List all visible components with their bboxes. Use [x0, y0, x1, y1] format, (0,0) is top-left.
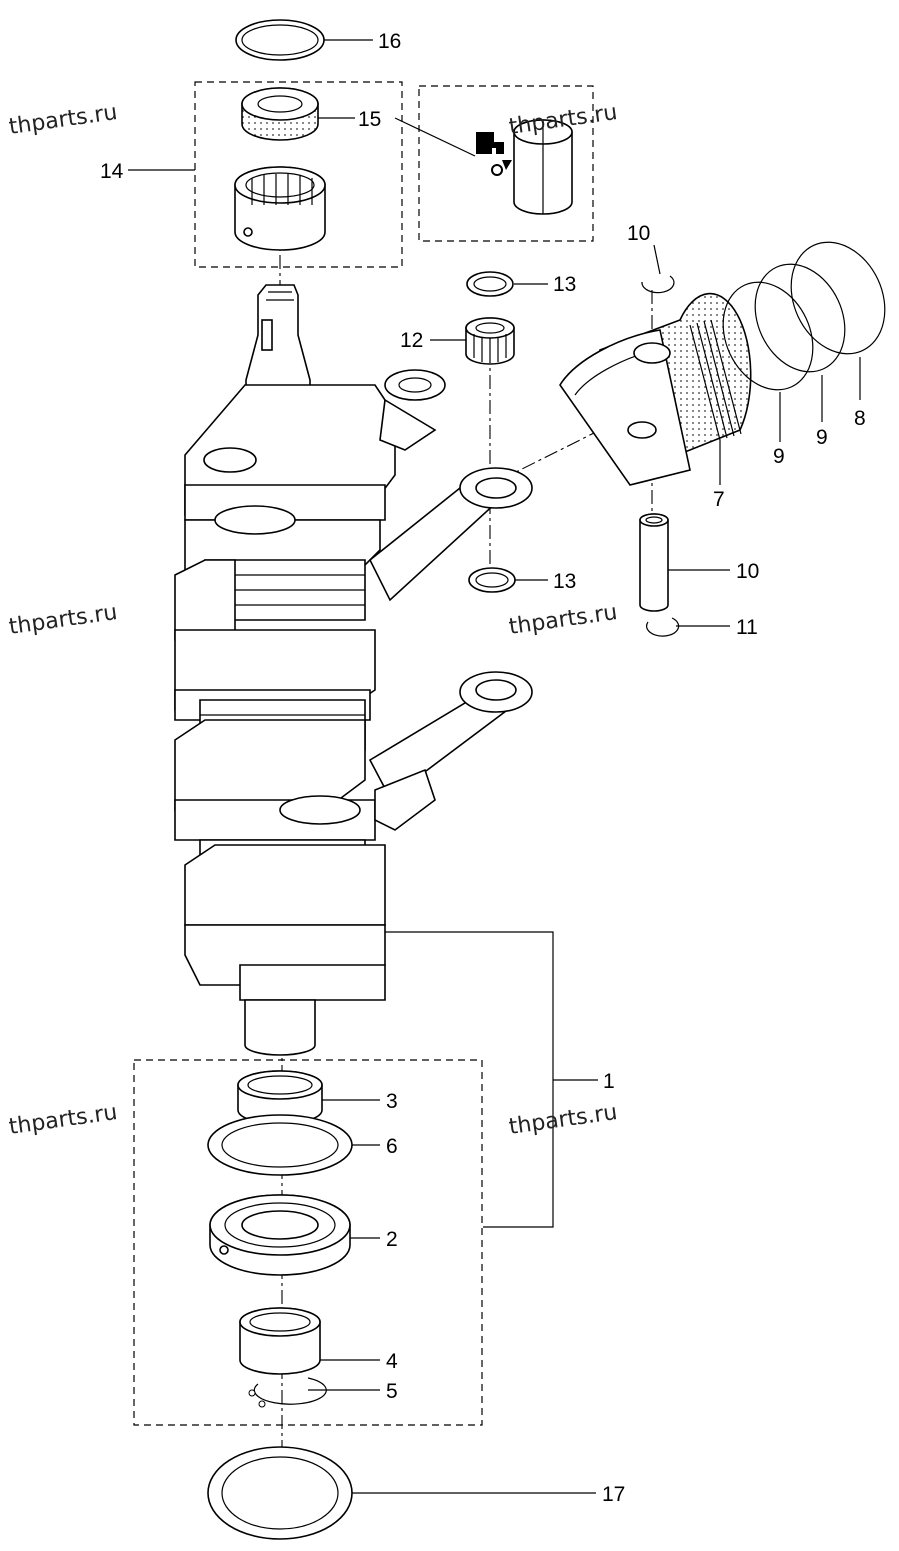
callout-15: 15: [358, 108, 381, 131]
callout-3: 3: [386, 1090, 398, 1113]
part-6-washer: [207, 1114, 353, 1176]
grease-tube-icon: [513, 119, 573, 215]
callout-13-lower: 13: [553, 570, 576, 593]
watermark: thparts.ru: [7, 1100, 119, 1140]
callout-11: 11: [736, 616, 758, 639]
callout-16: 16: [378, 30, 401, 53]
callout-8: 8: [854, 407, 866, 430]
watermark: thparts.ru: [507, 600, 619, 640]
part-2-ball-bearing: [209, 1194, 351, 1276]
part-12-needle-bearing: [465, 317, 515, 365]
part-4-collar: [239, 1307, 321, 1375]
part-8-piston-ring: [790, 241, 886, 355]
callout-9-b: 9: [816, 426, 828, 449]
crankshaft: [174, 284, 533, 1056]
callout-7: 7: [713, 488, 725, 511]
part-16-seal-ring: [235, 19, 325, 61]
part-10-piston-pin: [639, 513, 669, 612]
sealant-bottle-icon: [476, 132, 512, 176]
grease-note-box: [418, 85, 594, 242]
part-11-circlip: [646, 617, 680, 637]
leader-lines: [128, 39, 861, 1494]
part-10-circlip-upper: [641, 275, 675, 294]
part-13-thrust-washer-lower: [468, 567, 516, 593]
callout-10-lower: 10: [736, 560, 759, 583]
callout-13-upper: 13: [553, 273, 576, 296]
part-9-piston-ring-a: [722, 281, 814, 391]
lower-bearing-kit-box: [133, 1059, 483, 1426]
watermark: thparts.ru: [7, 100, 119, 140]
callout-5: 5: [386, 1380, 398, 1403]
upper-bearing-kit-box: [194, 81, 403, 268]
part-13-thrust-washer-upper: [466, 271, 514, 297]
part-7-piston: [559, 292, 752, 486]
callout-1: 1: [603, 1070, 615, 1093]
watermark: thparts.ru: [7, 600, 119, 640]
part-17-seal-ring: [207, 1446, 353, 1540]
callout-9-a: 9: [773, 445, 785, 468]
callout-2: 2: [386, 1228, 398, 1251]
callout-17: 17: [602, 1483, 625, 1506]
part-9-piston-ring-b: [754, 263, 846, 373]
callout-14: 14: [100, 160, 124, 183]
part-14-needle-bearing: [234, 166, 326, 251]
watermark: thparts.ru: [507, 1100, 619, 1140]
callout-10-upper: 10: [627, 222, 650, 245]
part-15-oil-seal: [241, 87, 319, 141]
callout-6: 6: [386, 1135, 398, 1158]
part-5-snap-ring: [248, 1377, 327, 1408]
callout-12: 12: [400, 329, 423, 352]
callout-4: 4: [386, 1350, 398, 1373]
part-3-sleeve: [237, 1070, 323, 1125]
